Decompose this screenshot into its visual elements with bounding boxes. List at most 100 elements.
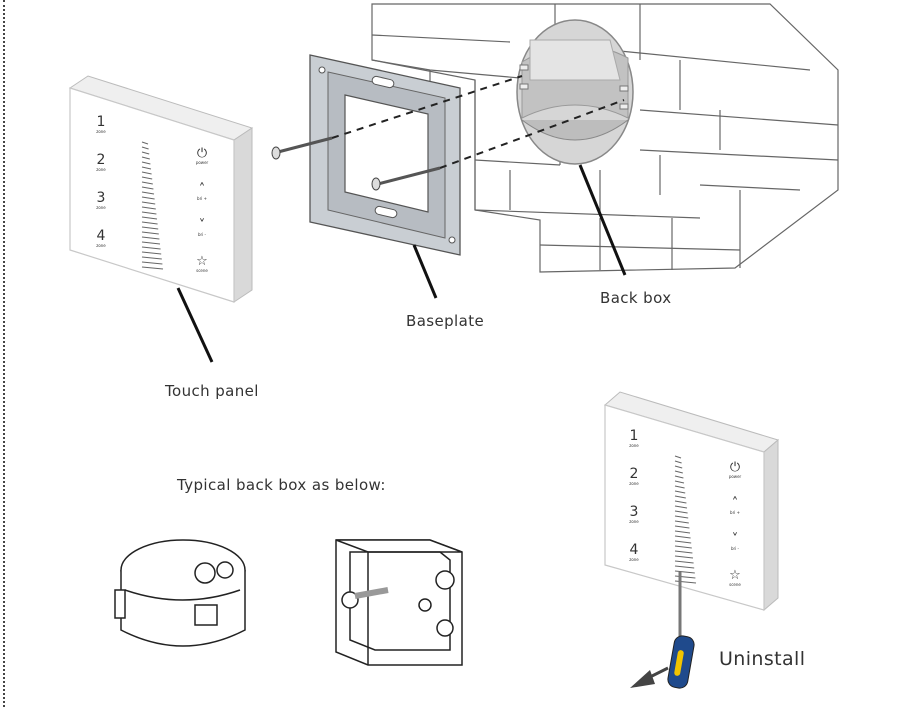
slider-tick xyxy=(141,226,159,230)
slider-tick xyxy=(674,520,689,524)
slider-tick xyxy=(141,196,155,200)
slider-tick xyxy=(674,565,695,569)
slider-tick xyxy=(141,161,151,165)
brightness-down-button: ˅bri - xyxy=(194,218,210,237)
zone-number: 3 xyxy=(96,190,106,206)
button-caption: bri - xyxy=(730,546,739,551)
scene-star-icon: ☆ xyxy=(729,568,741,583)
button-caption: power xyxy=(728,474,742,479)
zone-caption: zone xyxy=(96,205,106,210)
zone-caption: zone xyxy=(96,167,106,172)
slider-tick xyxy=(141,266,164,270)
slider-tick xyxy=(674,570,695,574)
touch-slider xyxy=(141,141,164,270)
alignment-guides xyxy=(331,75,625,169)
zone-caption: zone xyxy=(629,557,639,562)
slider-tick xyxy=(141,211,157,215)
slider-tick xyxy=(141,241,161,245)
slider-tick xyxy=(674,495,686,499)
screwdriver xyxy=(667,572,695,689)
slider-tick xyxy=(674,490,686,494)
brightness-up-icon: ˄ xyxy=(731,496,739,511)
zone-number: 4 xyxy=(629,542,639,558)
slider-tick xyxy=(141,206,156,210)
scene-star-button: ☆scene xyxy=(727,568,743,587)
zone-caption: zone xyxy=(629,443,639,448)
zone-number: 3 xyxy=(629,504,639,520)
round-back-box xyxy=(114,539,246,647)
zone-number: 2 xyxy=(96,152,106,168)
slider-tick xyxy=(674,560,694,564)
slider-tick xyxy=(141,191,155,195)
brightness-up-icon: ˄ xyxy=(198,182,206,197)
slider-tick xyxy=(141,181,153,185)
slider-tick xyxy=(674,525,690,529)
brightness-down-button: ˅bri - xyxy=(727,532,743,551)
uninstall-arrow-icon xyxy=(630,666,669,688)
slider-tick xyxy=(141,146,149,150)
button-caption: scene xyxy=(196,268,208,273)
slider-tick xyxy=(141,186,154,190)
baseplate-label: Baseplate xyxy=(406,312,485,330)
zone-number: 1 xyxy=(629,428,639,444)
slider-tick xyxy=(674,535,691,539)
slider-tick xyxy=(141,256,162,260)
zone-caption: zone xyxy=(96,129,106,134)
page-margin-dotted-line xyxy=(3,0,5,707)
power-button: ⏻power xyxy=(727,460,743,479)
slider-tick xyxy=(674,500,687,504)
slider-tick xyxy=(141,246,161,250)
brightness-down-icon: ˅ xyxy=(198,218,206,233)
power-button: ⏻power xyxy=(194,146,210,165)
slider-tick xyxy=(674,550,693,554)
power-icon: ⏻ xyxy=(196,146,208,161)
slider-tick xyxy=(141,141,149,145)
slider-tick xyxy=(674,510,688,514)
slider-tick xyxy=(674,455,682,459)
button-caption: bri + xyxy=(197,196,207,201)
button-caption: bri - xyxy=(197,232,206,237)
slider-tick xyxy=(674,475,684,479)
slider-tick xyxy=(674,555,694,559)
screw-bottom xyxy=(371,166,441,191)
button-caption: bri + xyxy=(730,510,740,515)
slider-tick xyxy=(141,231,159,235)
typical-back-box-label: Typical back box as below: xyxy=(177,476,386,494)
uninstall-panel xyxy=(603,391,780,612)
zone-number: 2 xyxy=(629,466,639,482)
leader-lines xyxy=(176,164,627,363)
slider-tick xyxy=(141,216,158,220)
slider-tick xyxy=(674,485,685,489)
slider-tick xyxy=(141,176,153,180)
scene-star-icon: ☆ xyxy=(196,254,208,269)
brightness-up-button: ˄bri + xyxy=(194,182,210,201)
slider-tick xyxy=(141,171,152,175)
scene-star-button: ☆scene xyxy=(194,254,210,273)
slider-tick xyxy=(141,251,162,255)
button-caption: power xyxy=(195,160,209,165)
slider-tick xyxy=(141,201,156,205)
square-back-box xyxy=(335,539,463,666)
zone-number: 1 xyxy=(96,114,106,130)
touch-panel xyxy=(68,75,254,303)
uninstall-label: Uninstall xyxy=(719,648,806,670)
slider-tick xyxy=(141,151,150,155)
slider-tick xyxy=(141,236,160,240)
brightness-down-icon: ˅ xyxy=(731,532,739,547)
brightness-up-button: ˄bri + xyxy=(727,496,743,515)
slider-tick xyxy=(674,540,692,544)
slider-tick xyxy=(141,166,152,170)
slider-tick xyxy=(674,465,683,469)
slider-tick xyxy=(141,221,158,225)
slider-tick xyxy=(674,470,683,474)
slider-tick xyxy=(674,460,682,464)
zone-caption: zone xyxy=(629,519,639,524)
